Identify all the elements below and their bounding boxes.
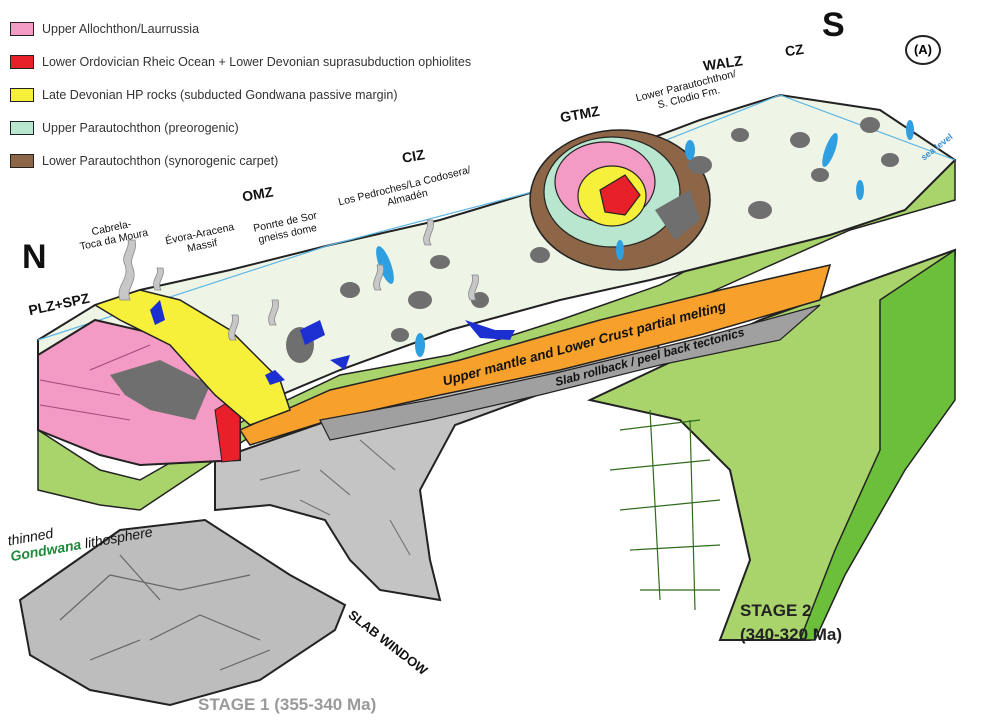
stage1-slab [18, 518, 347, 707]
south-label: S [822, 6, 845, 44]
legend-swatch [10, 87, 34, 102]
legend-swatch [10, 153, 34, 168]
legend-swatch [10, 21, 34, 36]
legend-label: Upper Allochthon/Laurrussia [42, 21, 200, 36]
stage2-age: (340-320 Ma) [740, 625, 843, 644]
panel-label: (A) [905, 35, 941, 65]
rollback-strip [319, 304, 821, 441]
blue-intrusions [376, 120, 914, 357]
legend-item: Lower Ordovician Rheic Ocean + Lower Dev… [10, 45, 471, 78]
legend-label: Lower Ordovician Rheic Ocean + Lower Dev… [42, 54, 472, 69]
legend-swatch [10, 120, 34, 135]
granite-plutons [286, 117, 899, 363]
legend-item: Late Devonian HP rocks (subducted Gondwa… [10, 78, 471, 111]
legend-item: Upper Parautochthon (preorogenic) [10, 111, 471, 144]
volcanic-plumes [118, 219, 479, 341]
legend-item: Upper Allochthon/Laurrussia [10, 12, 471, 45]
legend-swatch [10, 54, 34, 69]
legend-label: Upper Parautochthon (preorogenic) [42, 120, 239, 135]
stage1-label: STAGE 1 (355-340 Ma) [198, 695, 377, 714]
legend: Upper Allochthon/Laurrussia Lower Ordovi… [10, 12, 471, 177]
stage2-slab [586, 248, 957, 641]
gtmz-nappe [529, 129, 711, 271]
dark-blue-intrusions [150, 300, 515, 385]
legend-label: Lower Parautochthon (synorogenic carpet) [42, 153, 279, 168]
north-label: N [22, 238, 47, 276]
zone-cz: CZ [783, 40, 805, 60]
legend-item: Lower Parautochthon (synorogenic carpet) [10, 144, 471, 177]
stage2-title: STAGE 2 [740, 601, 812, 620]
legend-label: Late Devonian HP rocks (subducted Gondwa… [42, 87, 398, 102]
yellow-hp-belt [93, 289, 291, 426]
